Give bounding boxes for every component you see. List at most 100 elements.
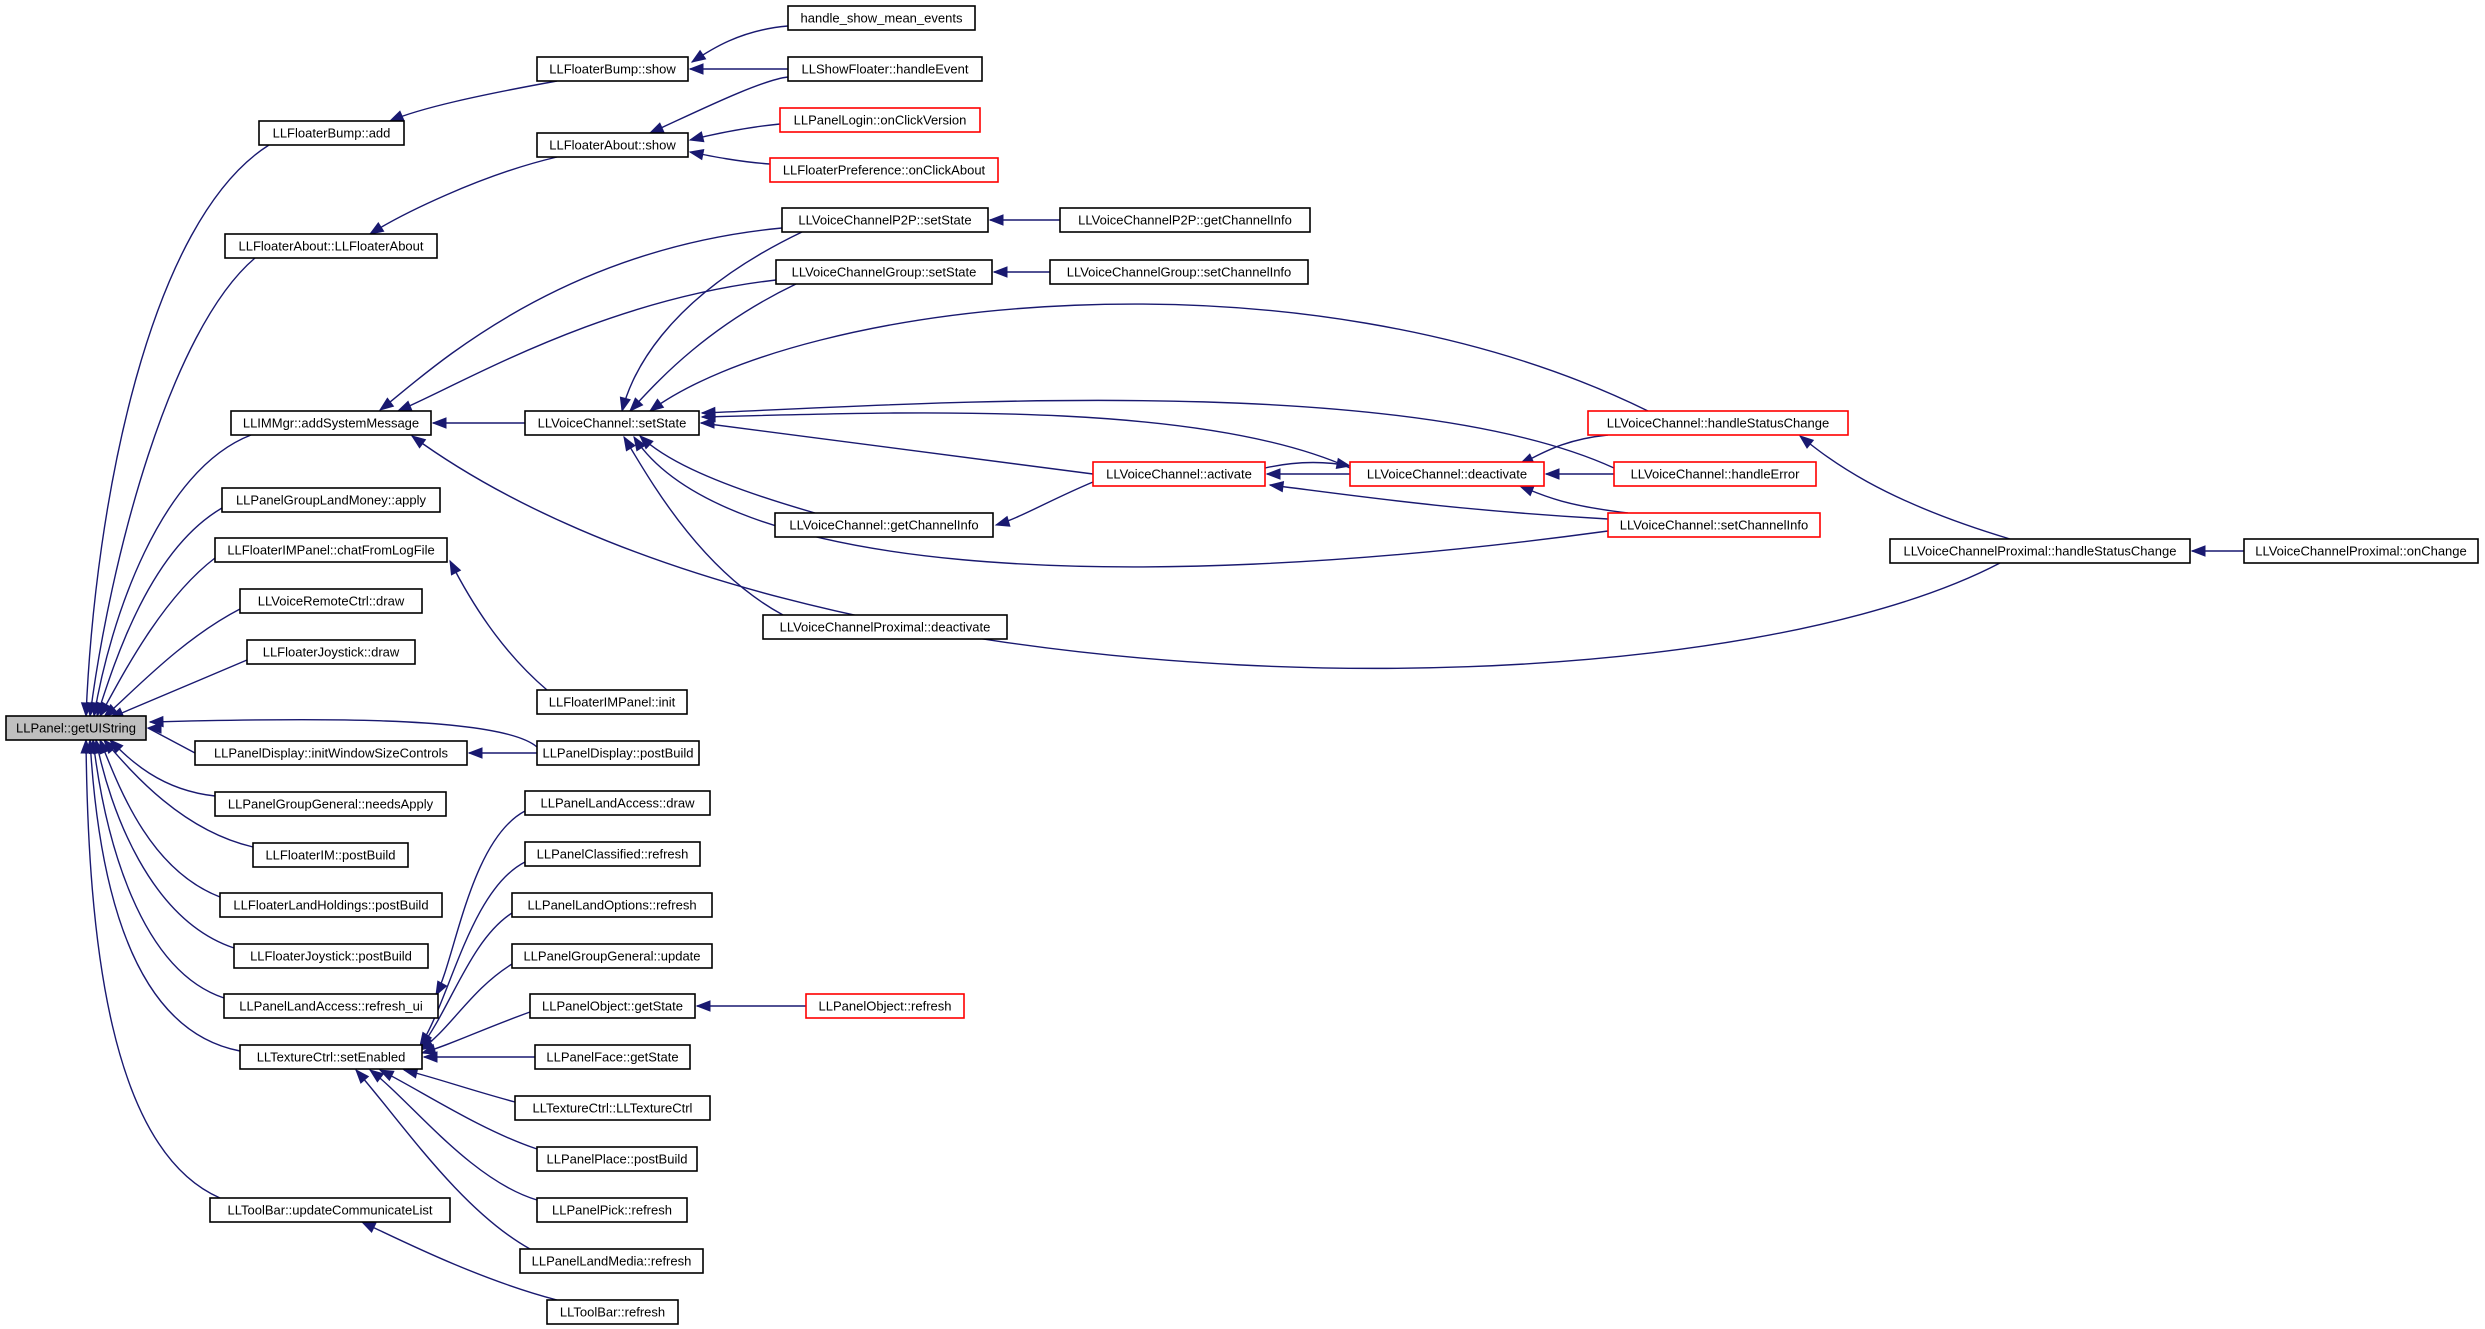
node-pobj-refresh[interactable]: LLPanelObject::refresh — [805, 993, 965, 1019]
node-pla-refresh[interactable]: LLPanelLandAccess::refresh_ui — [223, 993, 439, 1019]
node-pplace-post[interactable]: LLPanelPlace::postBuild — [536, 1146, 698, 1172]
node-pgg-update[interactable]: LLPanelGroupGeneral::update — [511, 943, 713, 969]
call-edge — [102, 608, 241, 718]
node-fabout-show[interactable]: LLFloaterAbout::show — [536, 132, 689, 158]
node-flh-post[interactable]: LLFloaterLandHoldings::postBuild — [219, 892, 443, 918]
node-vc-hsc[interactable]: LLVoiceChannel::handleStatusChange — [1587, 410, 1849, 436]
node-box — [536, 1146, 698, 1172]
node-label: LLPanelLogin::onClickVersion — [794, 113, 967, 128]
node-box — [781, 207, 989, 233]
node-fjoy-post[interactable]: LLFloaterJoystick::postBuild — [233, 943, 429, 969]
node-label: LLToolBar::updateCommunicateList — [228, 1203, 433, 1218]
arrow-head — [410, 435, 427, 449]
node-label: LLVoiceChannelProximal::deactivate — [780, 620, 991, 635]
call-edge — [368, 1069, 538, 1201]
node-pgg-needs[interactable]: LLPanelGroupGeneral::needsApply — [214, 791, 447, 817]
node-ppick-refresh[interactable]: LLPanelPick::refresh — [536, 1197, 688, 1223]
node-plogin-ocv[interactable]: LLPanelLogin::onClickVersion — [779, 107, 981, 133]
node-vcprox-hsc[interactable]: LLVoiceChannelProximal::handleStatusChan… — [1889, 538, 2191, 564]
node-vc-setstate[interactable]: LLVoiceChannel::setState — [524, 410, 700, 436]
node-plo-refresh[interactable]: LLPanelLandOptions::refresh — [511, 892, 713, 918]
node-fimp-chat[interactable]: LLFloaterIMPanel::chatFromLogFile — [214, 537, 448, 563]
node-box — [214, 791, 447, 817]
call-edge — [638, 435, 816, 514]
node-showfloater-he[interactable]: LLShowFloater::handleEvent — [787, 56, 983, 82]
arrow-head — [992, 266, 1008, 278]
node-box — [536, 56, 689, 82]
call-edge — [994, 481, 1094, 527]
node-box — [524, 410, 700, 436]
node-label: LLShowFloater::handleEvent — [802, 62, 969, 77]
arrow-head — [368, 221, 385, 235]
node-label: LLPanel::getUIString — [16, 721, 136, 736]
node-box — [805, 993, 965, 1019]
node-vcgroup-setci[interactable]: LLVoiceChannelGroup::setChannelInfo — [1049, 259, 1309, 285]
call-edge — [629, 283, 797, 413]
node-pdisp-initwin[interactable]: LLPanelDisplay::initWindowSizeControls — [194, 740, 468, 766]
node-label: LLPanelPick::refresh — [552, 1203, 672, 1218]
arrow-head — [988, 214, 1004, 226]
node-box — [1092, 461, 1266, 487]
node-label: LLPanelObject::getState — [542, 999, 683, 1014]
node-vc-activate[interactable]: LLVoiceChannel::activate — [1092, 461, 1266, 487]
node-pdisp-post[interactable]: LLPanelDisplay::postBuild — [536, 740, 700, 766]
node-box — [536, 740, 700, 766]
arrow-head — [648, 398, 665, 412]
arrow-head — [699, 417, 715, 429]
node-box — [233, 943, 429, 969]
node-toolbar-refresh[interactable]: LLToolBar::refresh — [546, 1299, 679, 1325]
arrow-head — [148, 715, 164, 728]
node-fimp-init[interactable]: LLFloaterIMPanel::init — [536, 689, 688, 715]
node-vc-getci[interactable]: LLVoiceChannel::getChannelInfo — [774, 512, 994, 538]
node-hsme[interactable]: handle_show_mean_events — [787, 5, 976, 31]
arrow-head — [378, 1069, 395, 1082]
node-tex-setenabled[interactable]: LLTextureCtrl::setEnabled — [239, 1044, 423, 1070]
call-edge — [1265, 468, 1350, 480]
call-edge — [422, 1051, 535, 1063]
node-vcprox-onchange[interactable]: LLVoiceChannelProximal::onChange — [2243, 538, 2479, 564]
node-vc-he[interactable]: LLVoiceChannel::handleError — [1613, 461, 1817, 487]
node-vcprox-deact[interactable]: LLVoiceChannelProximal::deactivate — [762, 614, 1008, 640]
arrow-head — [355, 1068, 370, 1084]
node-pglm-apply[interactable]: LLPanelGroupLandMoney::apply — [221, 487, 441, 513]
node-label: LLPanelClassified::refresh — [537, 847, 689, 862]
node-vcp2p-getci[interactable]: LLVoiceChannelP2P::getChannelInfo — [1059, 207, 1311, 233]
call-edge — [1268, 480, 1609, 520]
node-vc-deactivate[interactable]: LLVoiceChannel::deactivate — [1349, 461, 1545, 487]
node-fim-post[interactable]: LLFloaterIM::postBuild — [252, 842, 409, 868]
node-fbump-show[interactable]: LLFloaterBump::show — [536, 56, 689, 82]
call-edge — [402, 1067, 516, 1103]
node-label: LLVoiceChannel::handleStatusChange — [1607, 416, 1829, 431]
node-plm-refresh[interactable]: LLPanelLandMedia::refresh — [519, 1248, 704, 1274]
node-label: LLVoiceChannel::setState — [538, 416, 687, 431]
node-box — [214, 537, 448, 563]
arrow-head — [1518, 485, 1535, 497]
node-vrc-draw[interactable]: LLVoiceRemoteCtrl::draw — [239, 588, 423, 614]
node-vc-setci[interactable]: LLVoiceChannel::setChannelInfo — [1607, 512, 1821, 538]
node-pla-draw[interactable]: LLPanelLandAccess::draw — [524, 790, 711, 816]
arrow-head — [1335, 457, 1352, 469]
node-toolbar-ucl[interactable]: LLToolBar::updateCommunicateList — [209, 1197, 451, 1223]
node-box — [239, 588, 423, 614]
node-label: LLFloaterBump::show — [549, 62, 676, 77]
node-label: LLFloaterIMPanel::chatFromLogFile — [227, 543, 434, 558]
call-edge — [435, 810, 526, 997]
node-box — [529, 993, 696, 1019]
node-pobj-getstate[interactable]: LLPanelObject::getState — [529, 993, 696, 1019]
node-fjoy-draw[interactable]: LLFloaterJoystick::draw — [246, 639, 416, 665]
arrow-head — [695, 1000, 711, 1012]
node-label: LLFloaterBump::add — [273, 126, 391, 141]
node-floaterabout-ctor[interactable]: LLFloaterAbout::LLFloaterAbout — [224, 233, 438, 259]
call-edge — [378, 227, 783, 411]
node-vcgroup-setstate[interactable]: LLVoiceChannelGroup::setState — [775, 259, 993, 285]
call-graph-nodes: LLPanel::getUIStringLLFloaterBump::addLL… — [5, 5, 2479, 1325]
node-floaterbump-add[interactable]: LLFloaterBump::add — [258, 120, 405, 146]
node-pface-getstate[interactable]: LLPanelFace::getState — [534, 1044, 691, 1070]
node-immgr-addsys[interactable]: LLIMMgr::addSystemMessage — [230, 410, 432, 436]
node-root[interactable]: LLPanel::getUIString — [5, 715, 147, 741]
arrow-head — [1265, 468, 1281, 480]
node-tex-ctor[interactable]: LLTextureCtrl::LLTextureCtrl — [514, 1095, 711, 1121]
node-vcp2p-setstate[interactable]: LLVoiceChannelP2P::setState — [781, 207, 989, 233]
node-fpref-oca[interactable]: LLFloaterPreference::onClickAbout — [769, 157, 999, 183]
node-pclass-refresh[interactable]: LLPanelClassified::refresh — [524, 841, 701, 867]
